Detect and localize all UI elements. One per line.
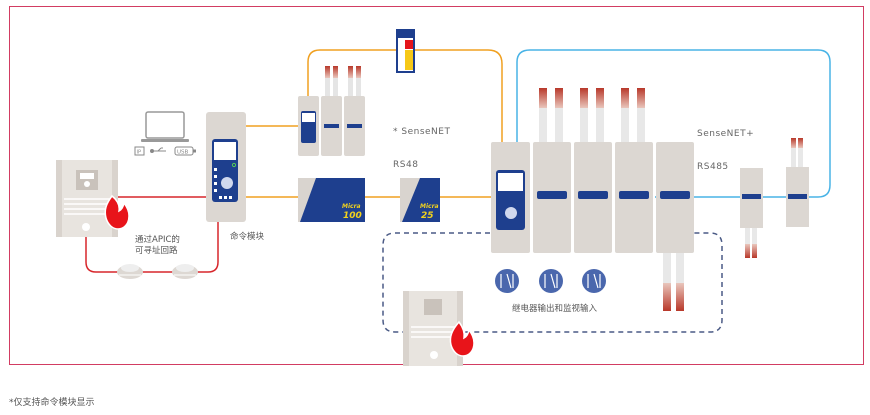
sensenet-plus-label: SenseNET+ RS485 [697, 129, 755, 172]
command-module-label: 命令模块 [230, 232, 265, 242]
relay-icon [495, 269, 519, 293]
flame-icon [449, 320, 475, 357]
svg-text:Micra: Micra [342, 203, 361, 210]
relay-io-label: 继电器输出和监视输入 [512, 304, 598, 314]
command-module [206, 112, 246, 222]
indicator-panel [396, 29, 415, 73]
smoke-detector-icon [172, 264, 198, 279]
micra-100-detector: Micra 100 [298, 178, 365, 222]
smoke-detector-icon [117, 264, 143, 279]
laptop-icon [141, 111, 189, 142]
fire-alarm-panel [56, 160, 118, 237]
addressable-loop-label: 通过APIC的 可寻址回路 [135, 235, 180, 256]
usb-port-icon: USB [174, 146, 196, 156]
flame-icon [104, 194, 130, 230]
addressable-loop-line [85, 196, 219, 273]
svg-text:100: 100 [343, 211, 362, 221]
footnote: *仅支持命令模块显示 [9, 398, 95, 408]
svg-text:Micra: Micra [420, 203, 439, 210]
micra-25-detector: Micra 25 [400, 178, 440, 222]
svg-text:IP: IP [137, 150, 142, 156]
relay-zone-dashed-border [382, 232, 723, 333]
remote-sensenet-module [786, 138, 809, 227]
sensenet-plus-rs485-line [516, 49, 831, 198]
svg-text:USB: USB [177, 150, 189, 156]
remote-sensenet-module [740, 168, 763, 258]
svg-text:25: 25 [421, 211, 434, 221]
usb-symbol-icon [150, 147, 166, 153]
sensenet-rs48-line [246, 49, 503, 198]
sensenet-plus-detector-modules [533, 88, 694, 311]
sensenet-rs48-label: * SenseNET RS48 [393, 127, 451, 170]
sensenet-plus-command-module [491, 142, 530, 253]
sensenet-module-group [298, 66, 365, 156]
ip-port-icon: IP [134, 146, 145, 156]
fire-alarm-panel [403, 291, 463, 366]
relay-icon [539, 269, 563, 293]
relay-icon [582, 269, 606, 293]
